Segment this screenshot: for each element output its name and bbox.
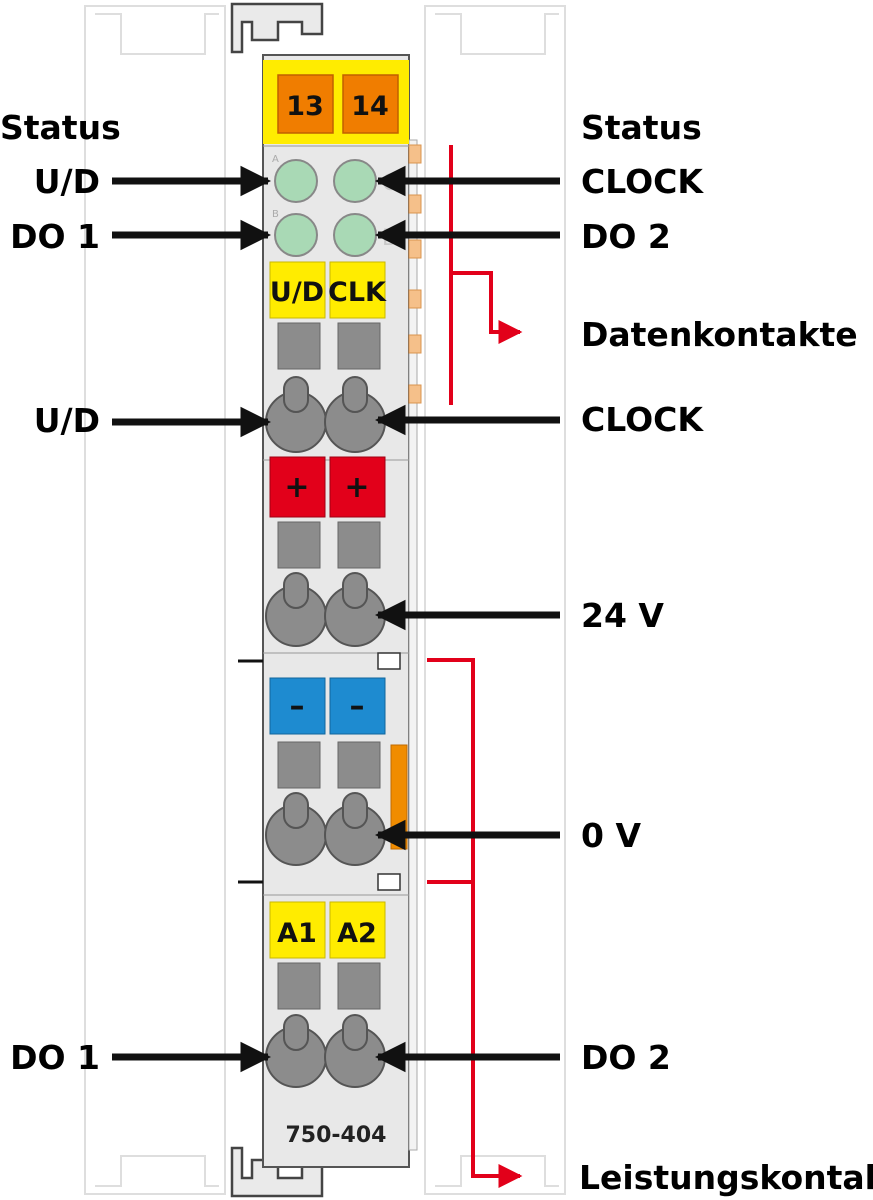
marker-ud: [269, 261, 326, 319]
release-button-minus-2[interactable]: [337, 741, 381, 789]
data-contacts-bracket: [449, 145, 523, 405]
clamp-do1[interactable]: [265, 1014, 327, 1088]
label-clamp-do1: DO 1: [10, 1038, 100, 1077]
marker-a1-label: A1: [277, 918, 317, 949]
release-button-minus-1[interactable]: [277, 741, 321, 789]
led-a-ud: [274, 159, 318, 203]
led-b-do1: [274, 213, 318, 257]
data-contacts: [408, 144, 422, 404]
marker-minus-1-label: –: [290, 689, 305, 724]
power-contacts-bracket: [427, 658, 523, 1188]
marker-minus-2-label: –: [350, 689, 365, 724]
release-button-clk[interactable]: [337, 322, 381, 370]
part-number: 750-404: [286, 1123, 387, 1148]
top-latch: [230, 2, 324, 54]
led-d-do2: [333, 213, 377, 257]
release-button-plus-2[interactable]: [337, 521, 381, 569]
clamp-0v-1[interactable]: [265, 792, 327, 866]
label-status-right: Status: [581, 108, 702, 147]
label-power-contacts: Leistungskontakte: [579, 1158, 873, 1197]
release-button-a1[interactable]: [277, 962, 321, 1010]
marker-a2: [329, 901, 386, 959]
led-c-clock: [333, 159, 377, 203]
marker-plus-2-label: +: [344, 470, 369, 505]
label-led-clock: CLOCK: [581, 162, 704, 201]
terminal-14: [342, 74, 399, 134]
led-letter-a: A: [272, 154, 279, 165]
label-clamp-24v: 24 V: [581, 596, 664, 635]
clamp-24v-1[interactable]: [265, 572, 327, 647]
label-led-do1: DO 1: [10, 217, 100, 256]
left-arrows: [112, 165, 272, 1073]
label-status-left: Status: [0, 108, 121, 147]
neighbor-module-outline: [84, 5, 566, 1195]
label-clamp-do2: DO 2: [581, 1038, 671, 1077]
label-clamp-clock: CLOCK: [581, 400, 704, 439]
release-button-a2[interactable]: [337, 962, 381, 1010]
clamp-clock[interactable]: [324, 376, 386, 453]
marker-clk: [329, 261, 386, 319]
right-arrows: [374, 165, 560, 1073]
marker-minus-2: [329, 677, 386, 735]
marker-ud-label: U/D: [270, 277, 324, 308]
marker-a2-label: A2: [337, 918, 377, 949]
label-led-do2: DO 2: [581, 217, 671, 256]
marker-plus-2: [329, 456, 386, 518]
terminal-13: [277, 74, 334, 134]
clamp-do2[interactable]: [324, 1014, 386, 1088]
power-jumper-slots: [377, 652, 401, 891]
housing-side-rail: [408, 139, 418, 1151]
marker-a1: [269, 901, 326, 959]
label-led-ud: U/D: [34, 162, 100, 201]
marker-plus-1: [269, 456, 326, 518]
marker-minus-1: [269, 677, 326, 735]
label-data-contacts: Datenkontakte: [581, 315, 858, 354]
marker-plus-1-label: +: [284, 470, 309, 505]
label-clamp-ud: U/D: [34, 401, 100, 440]
label-clamp-0v: 0 V: [581, 816, 641, 855]
terminal-13-label: 13: [286, 91, 324, 122]
marker-clk-label: CLK: [328, 277, 387, 308]
led-letter-b: B: [272, 209, 279, 220]
clamp-ud[interactable]: [265, 376, 327, 453]
release-button-ud[interactable]: [277, 322, 321, 370]
terminal-14-label: 14: [351, 91, 389, 122]
release-button-plus-1[interactable]: [277, 521, 321, 569]
